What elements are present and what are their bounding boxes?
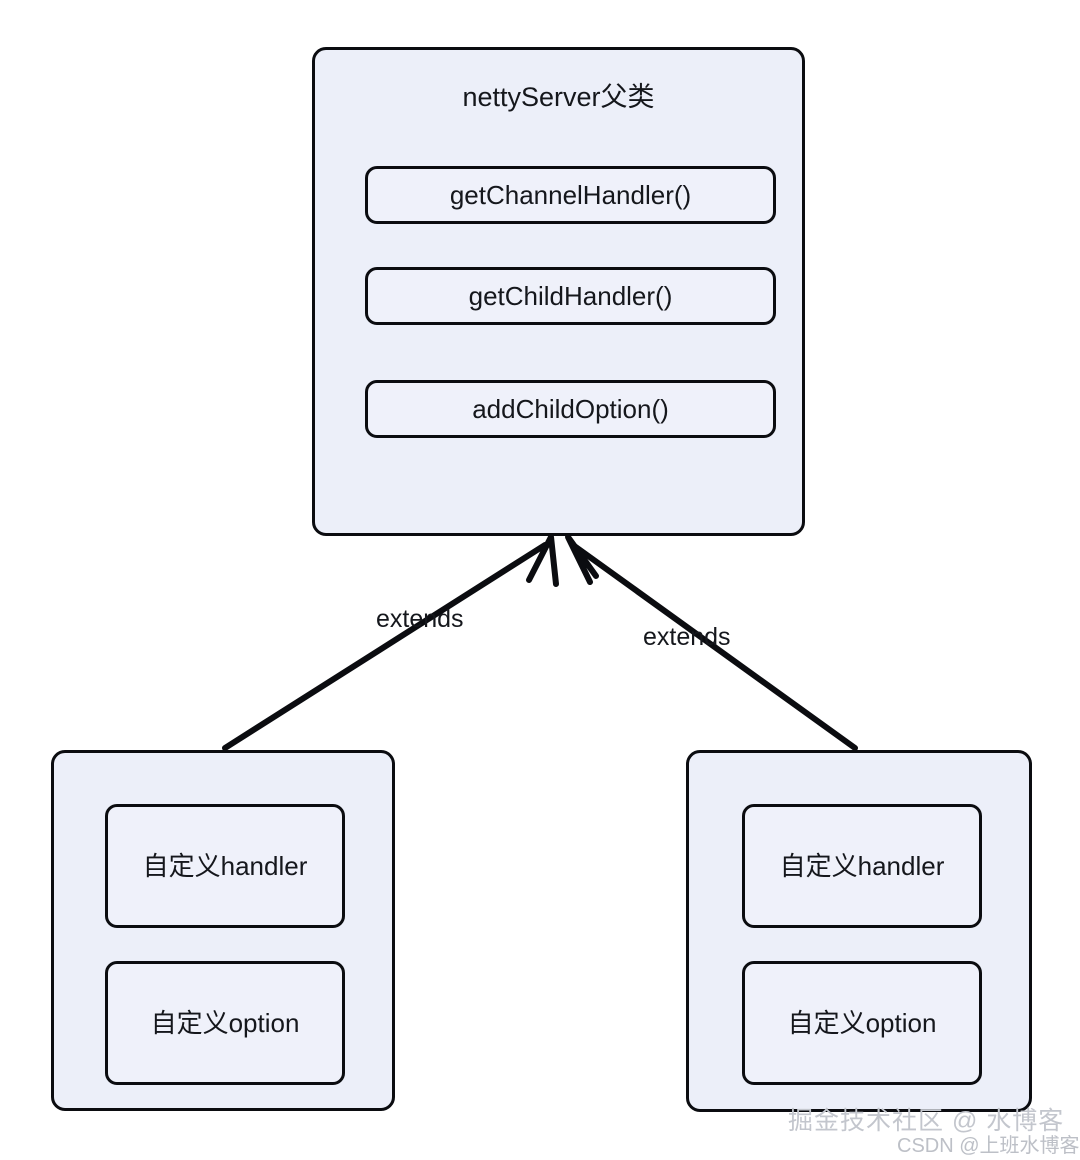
- class-node-parent[interactable]: nettyServer父类 getChannelHandler() getChi…: [312, 47, 805, 536]
- method-add-child-option[interactable]: addChildOption(): [365, 380, 776, 438]
- edge-label-extends-right: extends: [643, 623, 731, 651]
- watermark-juejin: 掘金技术社区 @ 水博客: [788, 1107, 1065, 1135]
- member-custom-handler-left[interactable]: 自定义handler: [105, 804, 345, 928]
- edge-label-extends-left: extends: [376, 605, 464, 633]
- watermark-csdn: CSDN @上班水博客: [897, 1135, 1080, 1157]
- class-node-parent-title: nettyServer父类: [462, 82, 655, 112]
- method-get-channel-handler[interactable]: getChannelHandler(): [365, 166, 776, 224]
- edge-extends-left: [222, 534, 559, 751]
- class-node-child-right[interactable]: 自定义handler 自定义option: [686, 750, 1032, 1112]
- member-custom-option-left[interactable]: 自定义option: [105, 961, 345, 1085]
- member-custom-handler-right[interactable]: 自定义handler: [742, 804, 982, 928]
- method-get-child-handler[interactable]: getChildHandler(): [365, 267, 776, 325]
- class-node-child-left[interactable]: 自定义handler 自定义option: [51, 750, 395, 1111]
- member-custom-option-right[interactable]: 自定义option: [742, 961, 982, 1085]
